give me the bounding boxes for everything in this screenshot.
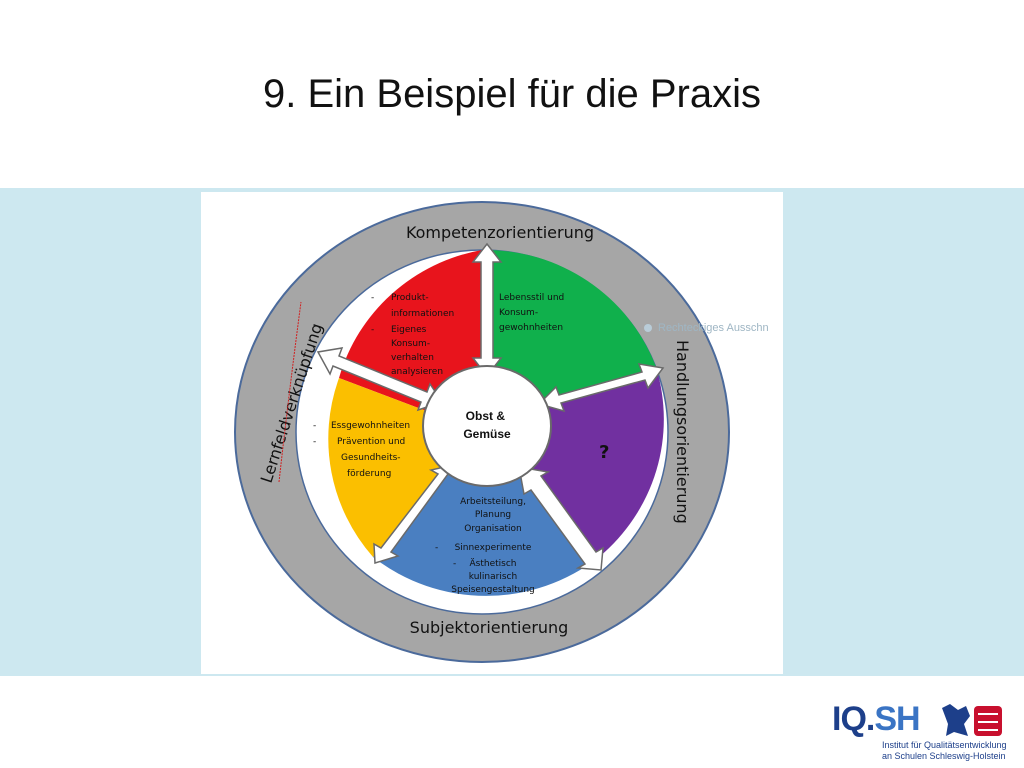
red-line-2: informationen <box>391 309 454 319</box>
logo-iq: IQ. <box>832 700 875 738</box>
center-label-line-2: Gemüse <box>463 427 511 441</box>
yellow-line-2: Prävention und <box>337 437 405 447</box>
green-line-2: Konsum- <box>499 308 538 318</box>
logo-subtitle-line-1: Institut für Qualitätsentwicklung <box>882 740 1007 750</box>
center-circle <box>422 365 552 487</box>
yellow-bullet-1: - <box>313 421 316 431</box>
red-bullet-2: - <box>371 325 374 335</box>
logo-subtitle-line-2: an Schulen Schleswig-Holstein <box>882 751 1006 761</box>
wheel-diagram: Obst & Gemüse Kompetenzorientierung Subj… <box>234 201 730 663</box>
purple-question: ? <box>599 442 609 463</box>
red-line-1: Produkt- <box>391 293 429 303</box>
yellow-line-3: Gesundheits- <box>341 453 401 463</box>
iqsh-logo: IQ.SH Institut für Qualitätsentwicklung … <box>832 700 1012 764</box>
center-label-line-1: Obst & <box>466 409 506 423</box>
logo-wordmark: IQ.SH <box>832 700 921 739</box>
ghost-dot-icon <box>644 324 652 332</box>
spellcheck-underline-left <box>278 301 302 483</box>
green-line-3: gewohnheiten <box>499 323 563 333</box>
blue-line-1: Arbeitsteilung, <box>460 497 526 507</box>
diagram-figure: Obst & Gemüse Kompetenzorientierung Subj… <box>201 192 783 674</box>
blue-line-6: kulinarisch <box>469 572 517 582</box>
blue-line-2: Planung <box>475 510 511 520</box>
yellow-line-4: förderung <box>347 469 391 479</box>
blue-line-3: Organisation <box>464 524 522 534</box>
red-line-4: Konsum- <box>391 339 430 349</box>
ring-label-bottom: Subjektorientierung <box>410 618 569 637</box>
red-bullet-1: - <box>371 293 374 303</box>
crest-icon <box>942 704 1002 736</box>
blue-line-5: Ästhetisch <box>470 558 517 569</box>
green-line-1: Lebensstil und <box>499 293 564 303</box>
ghost-tooltip: Rechteckiges Ausschn <box>640 318 783 338</box>
logo-sh: SH <box>874 700 920 738</box>
blue-bullet-2: - <box>453 559 456 569</box>
ring-label-top: Kompetenzorientierung <box>406 223 594 242</box>
svg-text:Obst & Gemüse: Obst & Gemüse <box>463 409 511 441</box>
slide-title: 9. Ein Beispiel für die Praxis <box>262 72 761 116</box>
blue-line-7: Speisengestaltung <box>451 585 535 595</box>
red-line-6: analysieren <box>391 367 443 377</box>
red-line-3: Eigenes <box>391 325 427 335</box>
red-line-5: verhalten <box>391 353 434 363</box>
blue-bullet-1: - <box>435 543 438 553</box>
yellow-bullet-2: - <box>313 437 316 447</box>
segment-purple <box>482 367 664 557</box>
ring-label-right: Handlungsorientierung <box>673 340 692 524</box>
blue-line-4: Sinnexperimente <box>455 543 532 553</box>
yellow-line-1: Essgewohnheiten <box>331 421 410 431</box>
logo-subtitle: Institut für Qualitätsentwicklung an Sch… <box>882 740 1007 762</box>
segment-blue <box>373 432 599 596</box>
ghost-tooltip-text: Rechteckiges Ausschn <box>658 322 769 334</box>
